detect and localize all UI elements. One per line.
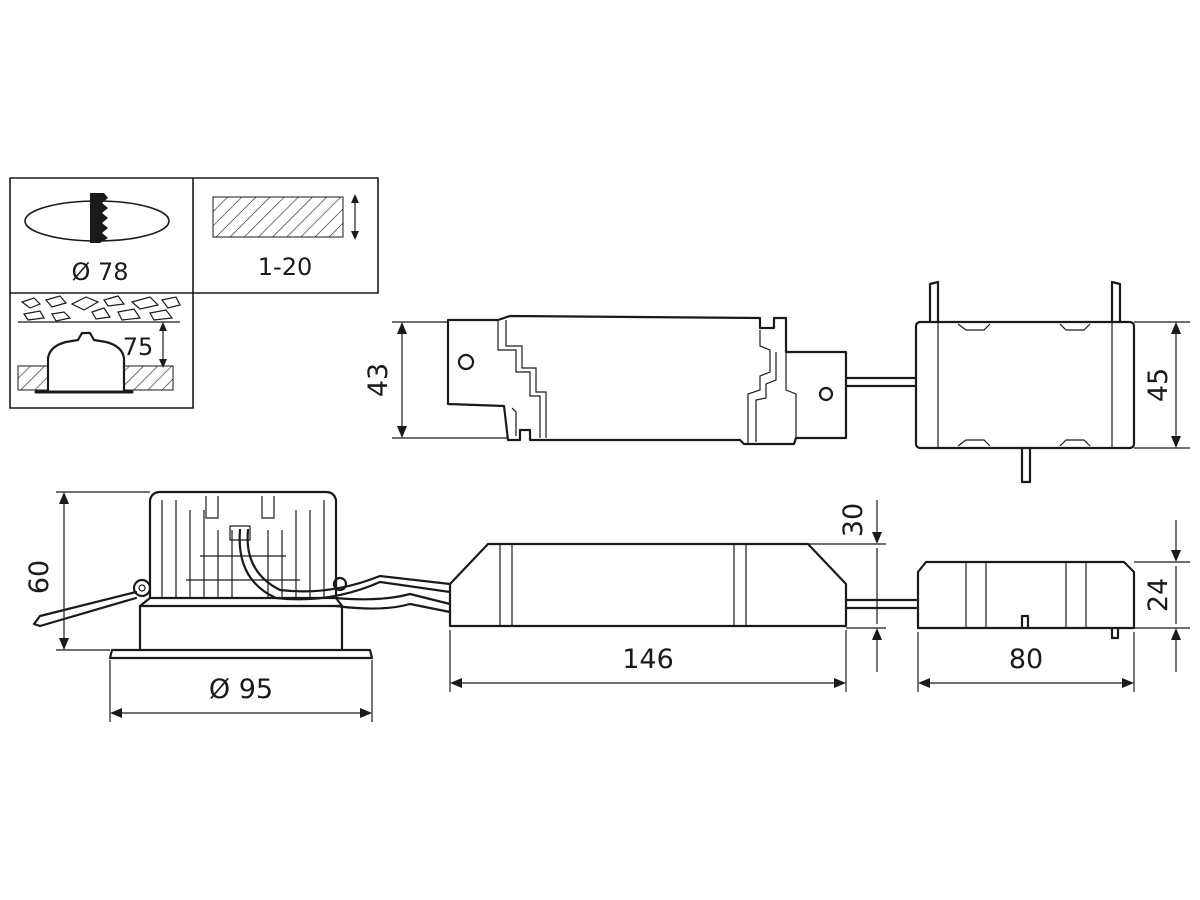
box-top-height-label: 45 (1143, 368, 1174, 402)
box-length-label: 80 (1009, 644, 1043, 675)
box-side-outline (916, 560, 1136, 630)
driver-top-height-label: 43 (363, 363, 394, 397)
top-view: 43 45 (363, 280, 1190, 484)
box-height-label: 24 (1143, 578, 1174, 612)
installation-table: Ø 78 1-20 (9, 177, 379, 409)
lamp-diameter-label: Ø 95 (209, 674, 273, 705)
saw-blade-icon (90, 193, 108, 243)
driver-length-label: 146 (622, 644, 674, 675)
driver-height-label: 30 (838, 503, 869, 537)
side-view: 60 Ø 95 146 30 80 (24, 490, 1190, 722)
downlight-side (32, 490, 452, 660)
lamp-height-label: 60 (24, 560, 55, 594)
ceiling-thickness-label: 1-20 (258, 253, 312, 281)
cutout-cell: Ø 78 (24, 193, 170, 286)
driver-side-outline (448, 542, 848, 628)
recess-depth-cell: 75 (17, 295, 181, 394)
ceiling-thickness-cell: 1-20 (212, 194, 359, 281)
cutout-label: Ø 78 (71, 258, 128, 286)
recess-depth-label: 75 (123, 333, 154, 361)
insulation-pebbles (20, 295, 181, 322)
junction-box-top (914, 320, 1136, 450)
recessed-lamp-icon (46, 331, 126, 394)
